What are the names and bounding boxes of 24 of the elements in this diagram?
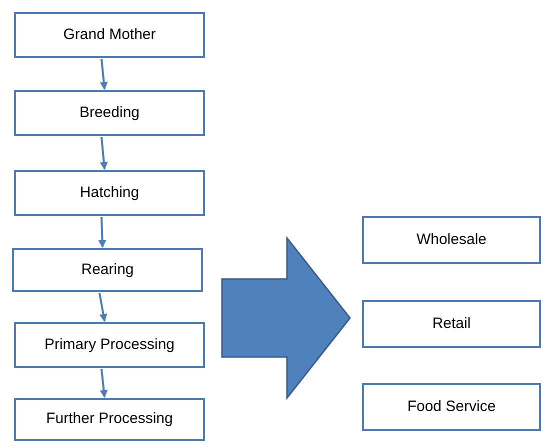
box-label: Wholesale	[416, 230, 487, 250]
process-box	[14, 322, 205, 368]
process-box	[362, 383, 541, 431]
arrow	[98, 216, 106, 248]
process-box	[14, 12, 205, 58]
box-label: Breeding	[79, 102, 140, 123]
process-box	[14, 170, 205, 216]
box-label: Hatching	[80, 182, 140, 203]
box-label: Retail	[432, 314, 471, 334]
process-box	[14, 398, 205, 441]
process-box	[362, 216, 541, 264]
process-box	[362, 300, 541, 348]
box-label: Grand Mother	[63, 24, 156, 45]
process-box	[12, 248, 203, 292]
arrow	[98, 292, 108, 322]
box-label: Food Service	[407, 396, 496, 417]
process-box	[14, 90, 205, 136]
arrow	[100, 368, 108, 398]
arrow	[100, 136, 108, 170]
box-label: Further Processing	[46, 409, 173, 430]
box-label: Primary Processing	[44, 334, 175, 355]
block-arrow	[221, 236, 351, 400]
arrow	[100, 58, 108, 90]
box-label: Rearing	[81, 260, 134, 280]
